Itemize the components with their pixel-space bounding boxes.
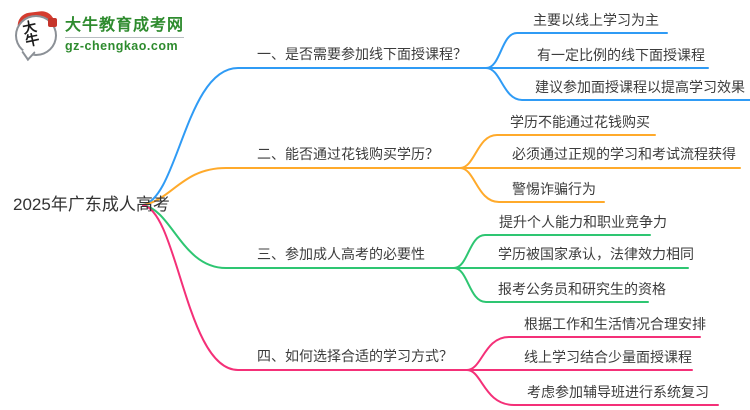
branch-2-main-line: [142, 167, 741, 206]
site-logo[interactable]: 大牛 大牛教育成考网 gz-chengkao.com: [14, 9, 185, 62]
branch-2-child-1[interactable]: 学历不能通过花钱购买: [510, 114, 650, 130]
branch-2-child-2[interactable]: 必须通过正规的学习和考试流程获得: [512, 146, 736, 162]
logo-brand-name: 大牛教育成考网: [65, 17, 185, 34]
branch-2-child-3-line: [459, 167, 605, 203]
branch-1-main-line: [142, 67, 709, 206]
branch-4-main-line: [142, 204, 693, 371]
branch-3-child-3[interactable]: 报考公务员和研究生的资格: [498, 281, 666, 297]
branch-2-child-3[interactable]: 警惕诈骗行为: [512, 181, 596, 197]
branch-4-child-1-line: [466, 336, 701, 371]
branch-1-child-1[interactable]: 主要以线上学习为主: [533, 12, 659, 28]
branch-4-child-1[interactable]: 根据工作和生活情况合理安排: [524, 316, 706, 332]
branch-4-label[interactable]: 四、如何选择合适的学习方式？: [257, 348, 453, 364]
logo-bubble-outline: [15, 15, 57, 56]
logo-domain: gz-chengkao.com: [65, 39, 179, 53]
branch-4-child-2[interactable]: 线上学习结合少量面授课程: [524, 349, 692, 365]
branch-3-child-2[interactable]: 学历被国家承认，法律效力相同: [498, 246, 694, 262]
branch-3-main-line: [142, 204, 689, 269]
branch-1-child-3-line: [485, 67, 750, 101]
branch-2-label[interactable]: 二、能否通过花钱购买学历？: [257, 146, 439, 162]
branch-3-child-3-line: [453, 267, 649, 303]
branch-1-child-2[interactable]: 有一定比例的线下面授课程: [537, 47, 705, 63]
branch-1-child-1-line: [485, 32, 668, 69]
branch-1-child-3[interactable]: 建议参加面授课程以提高学习效果: [535, 79, 745, 95]
branch-3-label[interactable]: 三、参加成人高考的必要性: [257, 246, 425, 262]
root-node[interactable]: 2025年广东成人高考: [13, 195, 170, 214]
logo-red-seal: [48, 18, 57, 27]
logo-speech-bubble-icon: 大牛: [14, 9, 58, 62]
branch-4-child-3[interactable]: 考虑参加辅导班进行系统复习: [527, 384, 709, 400]
branch-1-label[interactable]: 一、是否需要参加线下面授课程？: [257, 46, 467, 62]
branch-4-child-3-line: [466, 369, 719, 406]
branch-3-child-1-line: [453, 234, 651, 269]
branch-2-child-1-line: [459, 134, 656, 169]
logo-divider: [65, 37, 185, 38]
branch-3-child-1[interactable]: 提升个人能力和职业竞争力: [499, 214, 667, 230]
